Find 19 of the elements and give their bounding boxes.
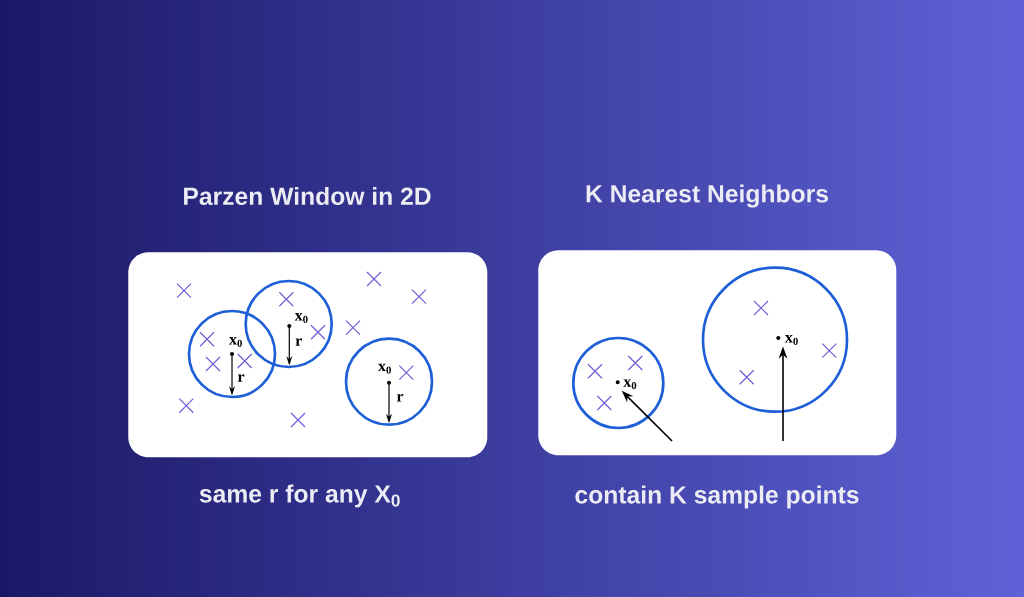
point-label: x$_{0}$ <box>784 335 798 345</box>
heading: Parzen Window in 2D <box>184 186 431 206</box>
window-circle <box>187 309 277 399</box>
heading: K Nearest Neighbors <box>586 184 828 208</box>
panel <box>538 250 897 456</box>
point-label: x$_{0}$ <box>294 313 308 323</box>
window-circle <box>244 279 334 369</box>
window-circle <box>701 266 849 414</box>
window-circle <box>571 336 665 430</box>
radius-label: r <box>295 338 302 346</box>
point-label: x$_{0}$ <box>229 337 242 347</box>
point-label: x$_{0}$ <box>378 363 391 374</box>
panel-label: contain K sample points <box>575 485 859 509</box>
radius-label: r <box>396 393 404 402</box>
panel <box>128 252 488 458</box>
radius-label: r <box>237 374 245 382</box>
panel-label: same r for any X$_{0}$ <box>199 484 400 508</box>
point-label: x$_{0}$ <box>623 379 637 390</box>
window-circle <box>344 337 434 427</box>
